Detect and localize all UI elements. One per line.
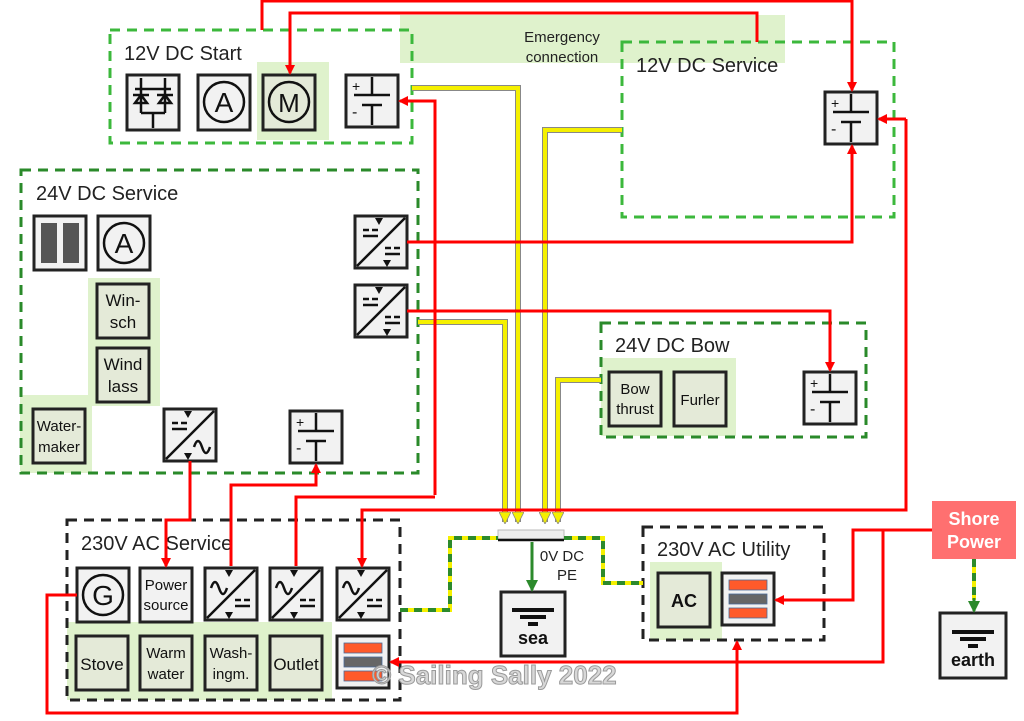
battery-12v-service-icon[interactable] — [823, 90, 879, 146]
pe-wires — [400, 536, 980, 613]
svg-text:Furler: Furler — [680, 392, 719, 409]
watermark: © Sailing Sally 2022 — [372, 660, 617, 690]
warm-water-load[interactable]: Warm water — [138, 634, 194, 692]
shore-power-source[interactable]: Shore Power — [932, 501, 1016, 559]
zone-label-12v-dc-start: 12V DC Start — [124, 43, 242, 65]
zone-label-24v-dc-service: 24V DC Service — [36, 183, 178, 205]
battery-24v-service-icon[interactable] — [288, 409, 344, 465]
zone-label-24v-dc-bow: 24V DC Bow — [615, 335, 730, 357]
zone-230v-ac-utility: 230V AC Utility AC — [641, 525, 826, 642]
emergency-label-line2: connection — [526, 49, 599, 66]
zone-24v-dc-service: 24V DC Service A Win- sch Wind lass Wate… — [19, 168, 420, 475]
zone-label-230v-ac-utility: 230V AC Utility — [657, 539, 790, 561]
generator-icon[interactable]: G — [75, 566, 131, 624]
stove-load[interactable]: Stove — [74, 634, 130, 692]
dcdc-converter-1-icon[interactable] — [353, 214, 409, 270]
svg-text:source: source — [143, 597, 188, 614]
svg-text:Stove: Stove — [80, 655, 123, 674]
zone-label-12v-dc-service: 12V DC Service — [636, 55, 778, 77]
svg-text:Power: Power — [145, 577, 188, 594]
busbar-label-line1: 0V DC — [540, 548, 584, 565]
svg-text:M: M — [278, 88, 300, 118]
svg-text:sea: sea — [518, 628, 549, 648]
charger-2-icon[interactable] — [268, 566, 324, 622]
svg-text:sch: sch — [110, 313, 136, 332]
svg-text:Water-: Water- — [37, 418, 81, 435]
battery-bank-icon[interactable] — [32, 214, 88, 272]
svg-text:maker: maker — [38, 439, 80, 456]
washing-machine-load[interactable]: Wash- ingm. — [203, 634, 259, 692]
dcdc-converter-2-icon[interactable] — [353, 283, 409, 339]
power-source-load[interactable]: Power source — [138, 566, 194, 624]
svg-text:G: G — [92, 580, 114, 611]
svg-text:A: A — [115, 228, 134, 259]
svg-text:A: A — [215, 87, 234, 118]
furler-load[interactable]: Furler — [672, 370, 728, 428]
svg-text:Win-: Win- — [106, 291, 141, 310]
negative-wires — [412, 85, 622, 522]
charger-1-icon[interactable] — [203, 566, 259, 622]
rectifier-icon[interactable] — [125, 73, 181, 132]
svg-text:Shore: Shore — [948, 509, 999, 529]
emergency-connection-band — [400, 15, 785, 63]
starter-motor-icon[interactable]: M — [261, 73, 317, 132]
battery-12v-start-icon[interactable] — [344, 73, 400, 129]
svg-text:Power: Power — [947, 532, 1001, 552]
svg-text:lass: lass — [108, 377, 138, 396]
winsch-load[interactable]: Win- sch — [95, 282, 151, 340]
svg-text:earth: earth — [951, 650, 995, 670]
ac-load[interactable]: AC — [656, 571, 712, 629]
busbar-label-line2: PE — [557, 567, 577, 584]
zone-24v-dc-bow: 24V DC Bow Bow thrust Furler — [599, 321, 868, 439]
inverter-icon[interactable] — [162, 407, 218, 463]
svg-text:AC: AC — [671, 591, 697, 611]
ammeter-24v-icon[interactable]: A — [96, 214, 152, 272]
emergency-label-line1: Emergency — [524, 29, 600, 46]
bow-thrust-load[interactable]: Bow thrust — [607, 370, 663, 428]
svg-text:Wind: Wind — [104, 355, 143, 374]
watermaker-load[interactable]: Water- maker — [31, 407, 87, 465]
svg-text:ingm.: ingm. — [213, 666, 250, 683]
zone-label-230v-ac-service: 230V AC Service — [81, 533, 232, 555]
breaker-ac-utility-icon[interactable] — [720, 571, 776, 627]
svg-text:Outlet: Outlet — [273, 655, 319, 674]
zone-230v-ac-service: 230V AC Service G Power source Stove War… — [65, 518, 402, 702]
charger-3-icon[interactable] — [335, 566, 391, 622]
svg-text:water: water — [147, 666, 185, 683]
outlet-load[interactable]: Outlet — [268, 634, 324, 692]
power-wires — [45, 0, 932, 715]
battery-24v-bow-icon[interactable] — [802, 370, 858, 426]
zone-12v-dc-start: 12V DC Start A M — [108, 28, 414, 145]
svg-text:thrust: thrust — [616, 401, 654, 418]
windlass-load[interactable]: Wind lass — [95, 346, 151, 404]
busbar-0v-pe: 0V DC PE — [497, 529, 584, 584]
svg-text:Wash-: Wash- — [210, 645, 253, 662]
svg-text:Warm: Warm — [146, 645, 185, 662]
svg-text:Bow: Bow — [620, 381, 649, 398]
sea-ground-icon: sea — [499, 590, 567, 658]
earth-ground-icon: earth — [938, 611, 1008, 680]
ammeter-12v-icon[interactable]: A — [196, 73, 252, 132]
